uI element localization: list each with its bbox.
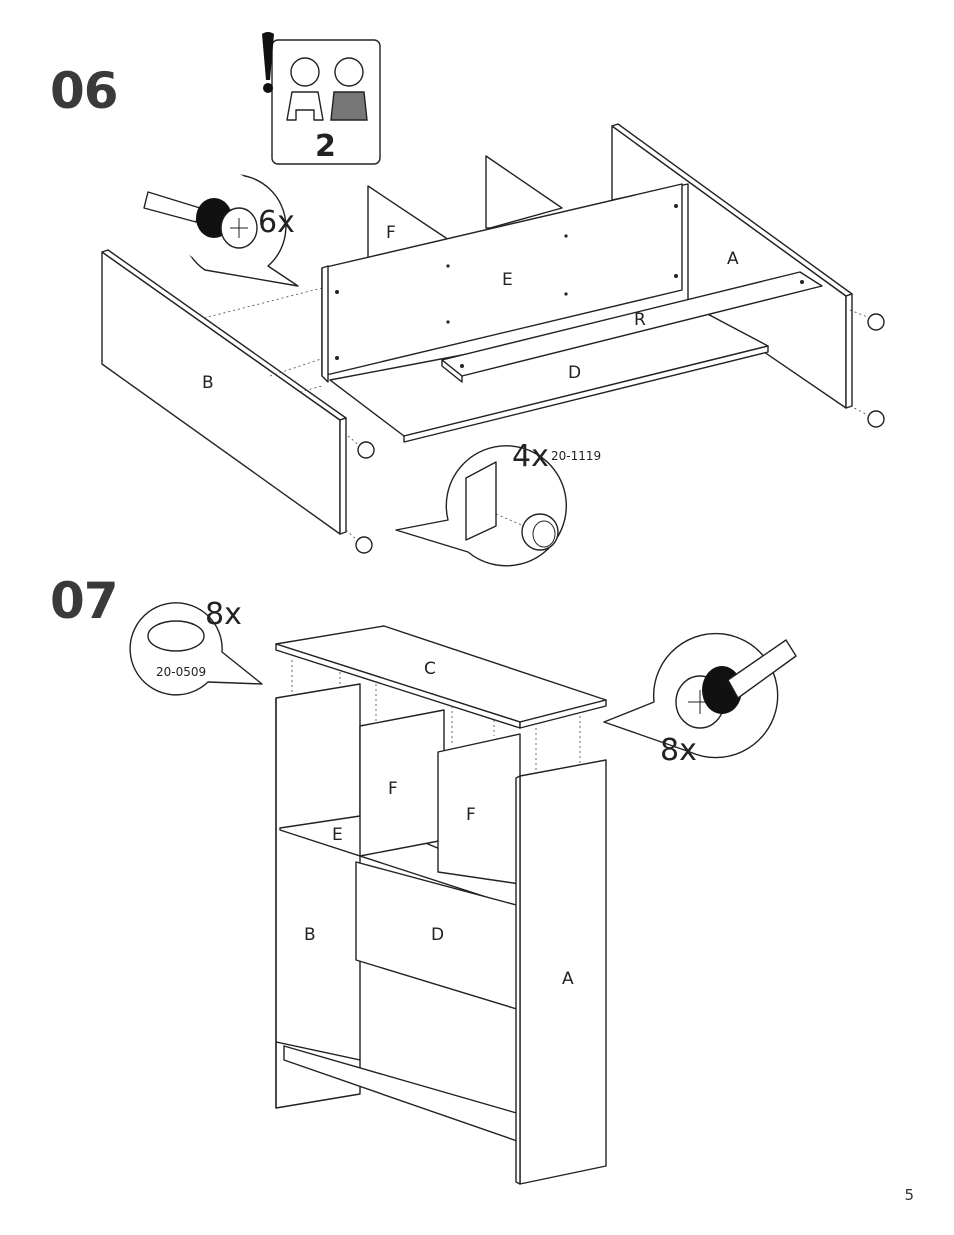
panel-B-07: B <box>275 683 361 1109</box>
label-F-07-right: F <box>466 805 476 825</box>
screw-quantity-07: 8x <box>660 733 697 768</box>
label-E-07: E <box>332 825 343 845</box>
foot-glides-06 <box>345 309 885 554</box>
persons-count: 2 <box>315 129 336 164</box>
two-person-icon: 2 <box>262 32 381 165</box>
step-number-07: 07 <box>50 572 119 630</box>
cap-part-code: 20-0509 <box>156 665 206 679</box>
cam-lock-callout: 8x <box>603 632 797 768</box>
cap-quantity: 8x <box>205 597 242 632</box>
label-C-07: C <box>424 659 436 679</box>
cover-cap-icon <box>147 620 205 652</box>
feet-quantity: 4x <box>512 439 549 474</box>
label-R-06: R <box>634 310 646 330</box>
panel-A-07: A <box>515 759 607 1185</box>
page-number: 5 <box>904 1186 914 1204</box>
feet-part-code: 20-1119 <box>551 449 601 463</box>
label-F-06: F <box>386 223 396 243</box>
foot-glide-callout: 4x 20-1119 <box>395 439 601 567</box>
foot-glide-icon <box>521 513 559 551</box>
screwdriver-icon-07 <box>702 639 797 714</box>
panel-A-06: A <box>611 123 853 409</box>
rail-R-06: R <box>441 271 823 383</box>
label-A-07: A <box>562 969 574 989</box>
warning-icon <box>262 32 274 80</box>
label-B-06: B <box>202 373 214 393</box>
label-F-07-left: F <box>388 779 398 799</box>
screwdriver-icon <box>143 191 258 249</box>
label-D-07: D <box>431 925 444 945</box>
label-D-06: D <box>568 363 581 383</box>
label-B-07: B <box>304 925 316 945</box>
panel-F-07-right: F <box>437 733 521 885</box>
screwdriver-callout-06: 6x <box>143 170 299 287</box>
panel-F-07-left: F <box>359 709 445 857</box>
step-number-06: 06 <box>50 62 119 120</box>
label-E-06: E <box>502 270 513 290</box>
panel-C-07: C <box>275 625 607 729</box>
panel-B-06: B <box>101 249 347 535</box>
screw-quantity-06: 6x <box>258 205 295 240</box>
panel-E-06: E <box>321 183 683 383</box>
label-A-06: A <box>727 249 739 269</box>
cover-cap-callout: 8x 20-0509 <box>129 597 263 696</box>
